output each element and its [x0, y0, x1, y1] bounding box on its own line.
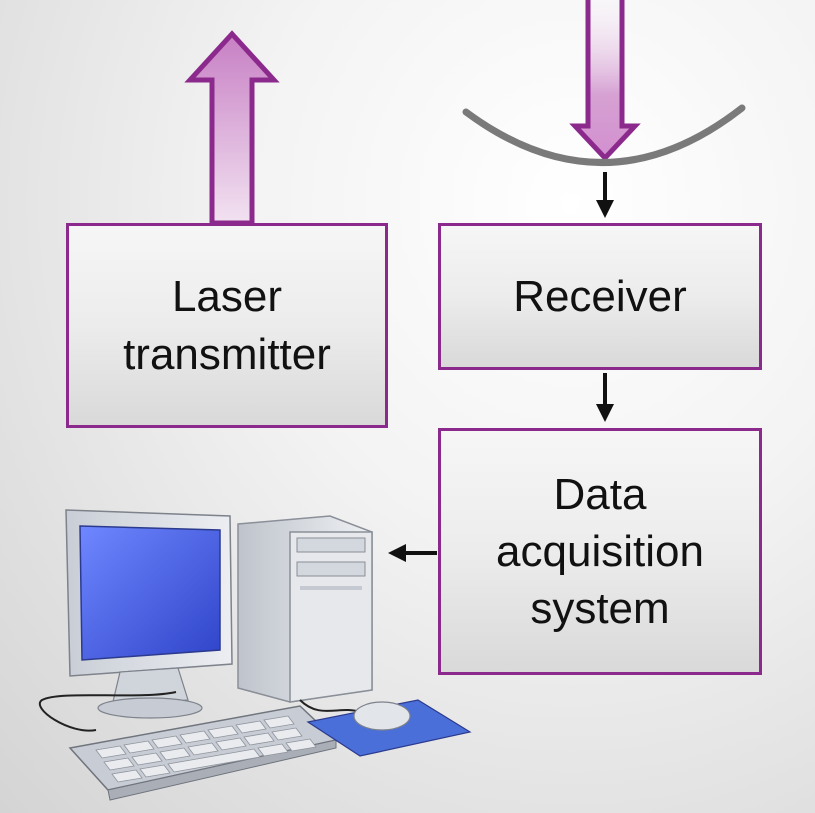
backscatter-beam-down-icon [569, 0, 641, 162]
data-acquisition-label-line1: Data [553, 469, 647, 519]
laser-beam-up-icon [184, 30, 280, 226]
receiver-label: Receiver [513, 271, 687, 321]
mirror-to-receiver-arrow [596, 172, 614, 218]
daq-to-computer-arrow [388, 544, 437, 562]
laser-transmitter-label-line1: Laser [171, 272, 283, 322]
laser-transmitter-block: Laser transmitter [66, 223, 388, 428]
receiver-block: Receiver [438, 223, 762, 370]
data-acquisition-label-line2: acquisition [496, 526, 704, 576]
data-acquisition-label-line3: system [530, 584, 670, 634]
desktop-computer-icon [38, 509, 472, 801]
telescope-mirror-icon [462, 104, 746, 166]
receiver-to-daq-arrow [596, 373, 614, 422]
data-acquisition-block: Data acquisition system [438, 428, 762, 675]
laser-transmitter-label-line2: transmitter [123, 329, 331, 379]
